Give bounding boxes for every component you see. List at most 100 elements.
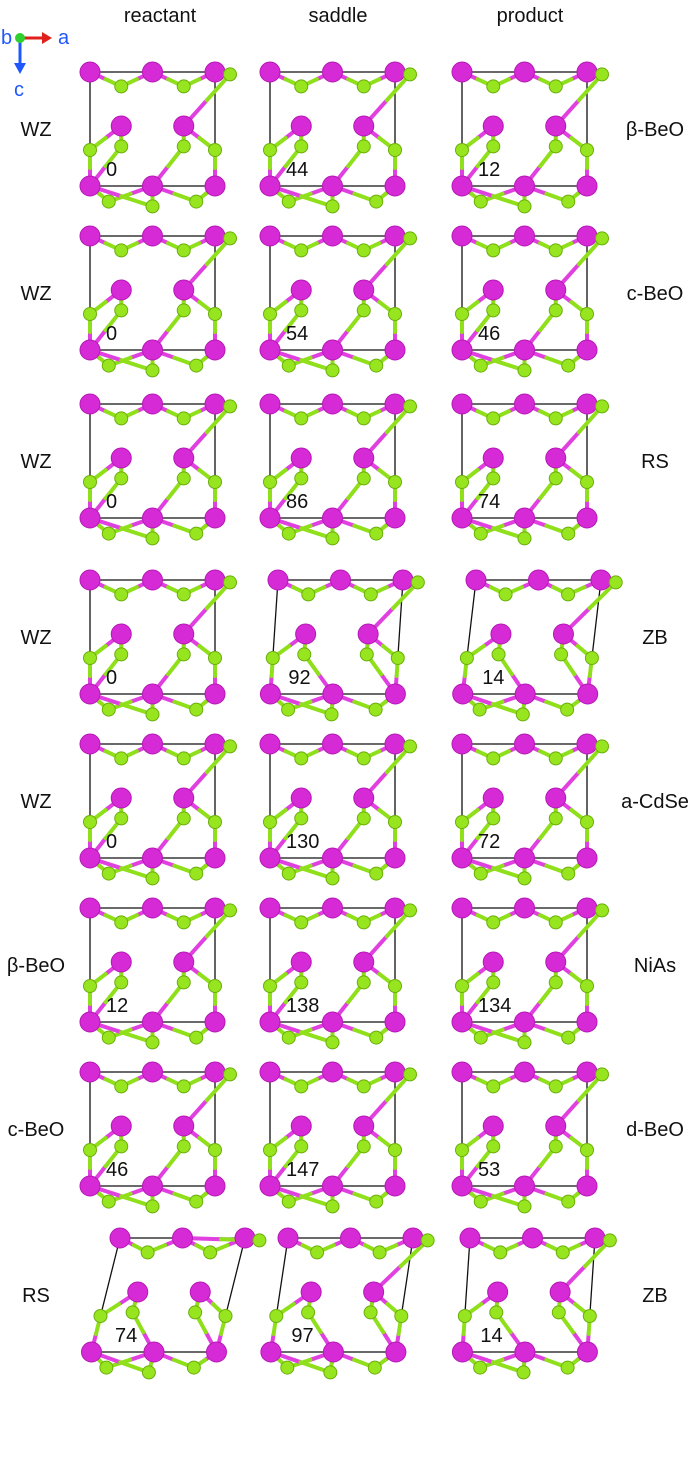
small-atom — [580, 815, 594, 829]
structure-panel: 14 — [452, 569, 623, 722]
large-atom — [392, 569, 414, 591]
structure-panel: 130 — [259, 733, 417, 886]
small-atom — [325, 1035, 340, 1050]
large-atom — [204, 393, 226, 415]
large-atom — [79, 897, 101, 919]
small-atom — [455, 475, 469, 489]
small-atom — [189, 702, 204, 717]
small-atom — [486, 303, 501, 318]
small-atom — [403, 1067, 417, 1082]
large-atom — [322, 1061, 343, 1083]
row-label-right: ZB — [642, 1285, 668, 1307]
small-atom — [145, 1035, 160, 1050]
large-atom — [514, 61, 535, 83]
small-atom — [188, 1305, 203, 1320]
large-atom — [514, 1011, 535, 1033]
small-atom — [363, 587, 378, 602]
small-atom — [223, 399, 237, 414]
small-atom — [455, 307, 469, 321]
energy-label: 86 — [286, 491, 308, 513]
small-atom — [486, 79, 501, 94]
small-atom — [294, 975, 309, 990]
small-atom — [101, 1194, 116, 1209]
energy-label: 134 — [478, 995, 511, 1017]
small-atom — [281, 358, 296, 373]
large-atom — [353, 447, 375, 469]
large-atom — [482, 787, 504, 809]
large-atom — [259, 847, 281, 869]
large-atom — [487, 1281, 509, 1303]
small-atom — [548, 79, 563, 94]
structure-panel: 12 — [451, 61, 609, 214]
large-atom — [452, 683, 474, 705]
small-atom — [263, 475, 277, 489]
row-label-right: ZB — [642, 627, 668, 649]
structure-panel: 46 — [451, 225, 609, 378]
small-atom — [561, 1194, 576, 1209]
large-atom — [514, 1061, 535, 1083]
large-atom — [402, 1227, 424, 1249]
large-atom — [259, 683, 281, 705]
large-atom — [110, 447, 132, 469]
small-atom — [388, 815, 402, 829]
small-atom — [310, 1245, 325, 1260]
small-atom — [548, 303, 563, 318]
large-atom — [79, 175, 101, 197]
large-atom — [204, 507, 226, 529]
small-atom — [561, 866, 576, 881]
large-atom — [79, 1011, 101, 1033]
large-atom — [451, 175, 473, 197]
large-atom — [459, 1227, 481, 1249]
large-atom — [79, 225, 101, 247]
small-atom — [263, 815, 277, 829]
small-atom — [176, 587, 191, 602]
small-atom — [403, 903, 417, 918]
large-atom — [142, 733, 163, 755]
small-atom — [301, 587, 316, 602]
large-atom — [259, 61, 281, 83]
large-atom — [290, 787, 312, 809]
small-atom — [208, 475, 222, 489]
large-atom — [576, 61, 598, 83]
energy-label: 46 — [106, 1159, 128, 1181]
small-atom — [580, 143, 594, 157]
large-atom — [353, 279, 375, 301]
small-atom — [473, 1360, 488, 1375]
small-atom — [595, 739, 609, 754]
large-atom — [110, 279, 132, 301]
small-atom — [363, 1305, 378, 1320]
large-atom — [385, 1341, 407, 1363]
large-atom — [576, 897, 598, 919]
small-atom — [294, 139, 309, 154]
small-atom — [560, 702, 575, 717]
large-atom — [322, 339, 343, 361]
small-atom — [554, 647, 569, 662]
small-atom — [301, 1305, 316, 1320]
large-atom — [259, 393, 281, 415]
large-atom — [549, 1281, 571, 1303]
structure-panel: 134 — [451, 897, 609, 1050]
large-atom — [109, 1227, 131, 1249]
large-atom — [384, 733, 406, 755]
large-atom — [353, 787, 375, 809]
small-atom — [403, 399, 417, 414]
small-atom — [486, 139, 501, 154]
small-atom — [560, 1360, 575, 1375]
structure-panel: 92 — [259, 569, 425, 722]
small-atom — [176, 915, 191, 930]
large-atom — [110, 787, 132, 809]
small-atom — [294, 243, 309, 258]
small-atom — [548, 1079, 563, 1094]
small-atom — [473, 866, 488, 881]
structure-panel: 74 — [81, 1227, 267, 1380]
row-label-left: WZ — [20, 791, 51, 813]
small-atom — [269, 1309, 284, 1323]
large-atom — [384, 339, 406, 361]
small-atom — [403, 231, 417, 246]
large-atom — [173, 1115, 195, 1137]
small-atom — [323, 1365, 338, 1380]
large-atom — [384, 1011, 406, 1033]
small-atom — [548, 915, 563, 930]
small-atom — [356, 303, 371, 318]
small-atom — [324, 707, 339, 722]
